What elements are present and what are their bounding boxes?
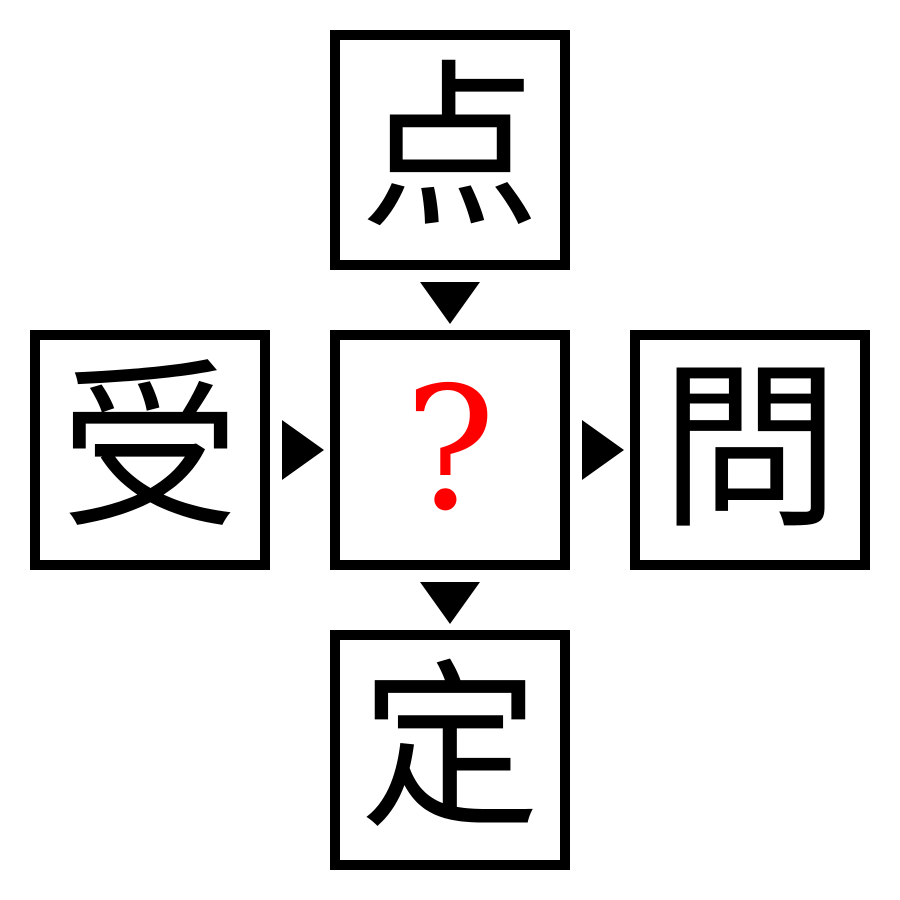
- left-kanji-box: 受: [30, 330, 270, 570]
- right-kanji: 問: [659, 345, 840, 554]
- top-kanji-box: 点: [330, 30, 570, 270]
- left-kanji: 受: [59, 345, 240, 554]
- question-mark: ?: [404, 351, 496, 549]
- arrow-down-icon: [420, 582, 480, 624]
- answer-box[interactable]: ?: [330, 330, 570, 570]
- arrow-down-icon: [420, 282, 480, 324]
- top-kanji: 点: [359, 45, 540, 254]
- bottom-kanji: 定: [359, 645, 540, 854]
- arrow-right-icon: [282, 420, 324, 480]
- bottom-kanji-box: 定: [330, 630, 570, 870]
- arrow-right-icon: [582, 420, 624, 480]
- right-kanji-box: 問: [630, 330, 870, 570]
